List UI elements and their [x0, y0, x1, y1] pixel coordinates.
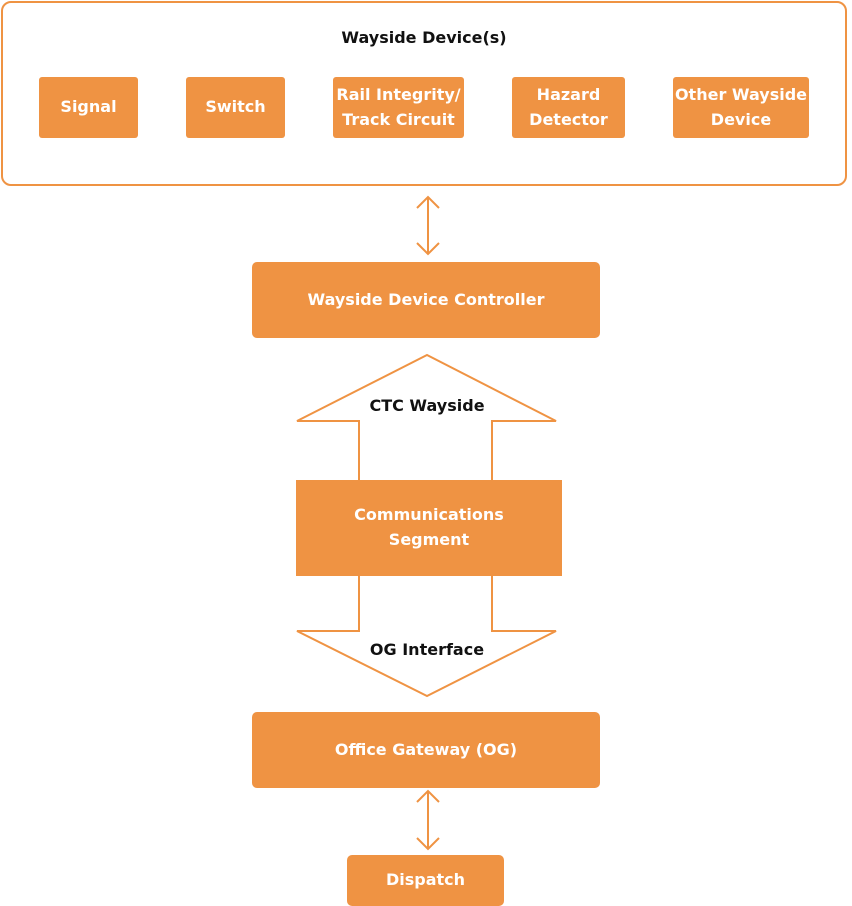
wayside-devices-title: Wayside Device(s) [341, 28, 507, 47]
switch-box: Switch [186, 77, 285, 138]
ctc-wayside-arrow [296, 353, 557, 483]
communications-segment-box: Communications Segment [296, 480, 562, 576]
ctc-wayside-label: CTC Wayside [369, 396, 485, 415]
other-wayside-device-box: Other Wayside Device [673, 77, 809, 138]
office-gateway-box: Office Gateway (OG) [252, 712, 600, 788]
og-interface-label: OG Interface [369, 640, 485, 659]
wayside-controller-double-arrow [416, 195, 440, 256]
wayside-device-controller-box: Wayside Device Controller [252, 262, 600, 338]
og-interface-arrow [296, 573, 557, 698]
dispatch-box: Dispatch [347, 855, 504, 906]
og-dispatch-double-arrow [416, 789, 440, 851]
signal-box: Signal [39, 77, 138, 138]
rail-integrity-track-circuit-box: Rail Integrity/ Track Circuit [333, 77, 464, 138]
hazard-detector-box: Hazard Detector [512, 77, 625, 138]
